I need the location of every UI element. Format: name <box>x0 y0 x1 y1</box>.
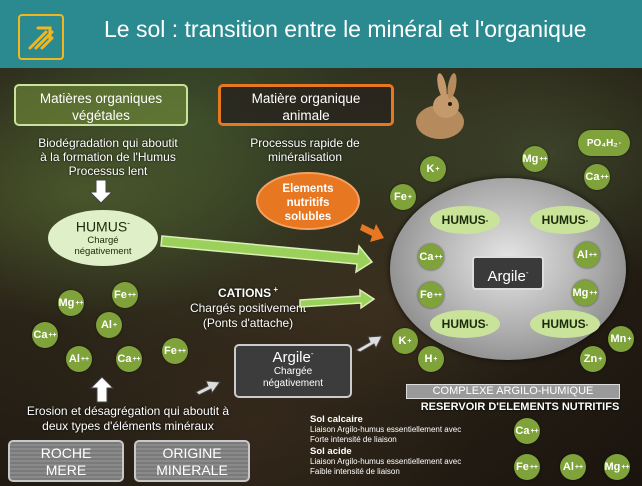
cations-title: CATIONS <box>217 286 272 300</box>
complexe-argilo-humique-bar: COMPLEXE ARGILO-HUMIQUE <box>406 384 620 399</box>
ion-bottom-al: Al++ <box>560 454 586 480</box>
ion-outer-mn: Mn+ <box>608 326 634 352</box>
soluble-nutrients-ellipse: Elements nutritifs solubles <box>256 172 360 230</box>
sol-acide-title: Sol acide <box>310 446 352 457</box>
ion-ellipse-mg: Mg++ <box>572 280 598 306</box>
ion-left-al-mid: Al+ <box>96 312 122 338</box>
ion-ellipse-ca: Ca++ <box>418 244 444 270</box>
logo <box>18 14 64 60</box>
logo-icon <box>28 26 54 50</box>
reservoir-text: RESERVOIR D'ELEMENTS NUTRITIFS <box>420 401 620 413</box>
ion-ellipse-al: Al++ <box>574 242 600 268</box>
ion-outer-po4h2: PO₄H₂- <box>578 130 630 156</box>
ion-outer-k-bottom: K+ <box>392 328 418 354</box>
argile-center-label: Argile <box>487 268 526 285</box>
ion-bottom-mg: Mg++ <box>604 454 630 480</box>
argile-small-label: Argile <box>272 349 311 366</box>
ion-left-fe-right: Fe++ <box>162 338 188 364</box>
roche-mere-box: ROCHE MERE <box>8 440 124 482</box>
arrow-to-argile <box>195 380 221 396</box>
humus-blob: HUMUS- Chargé négativement <box>48 210 158 266</box>
ion-left-al-bottom: Al++ <box>66 346 92 372</box>
humus-label: HUMUS <box>75 218 128 235</box>
ion-outer-mg: Mg++ <box>522 146 548 172</box>
argile-small-box: Argile- Chargée négativement <box>234 344 352 398</box>
ion-bottom-fe: Fe++ <box>514 454 540 480</box>
ion-bottom-ca: Ca++ <box>514 418 540 444</box>
mineralisation-text: Processus rapide de minéralisation <box>250 136 360 164</box>
humus-pill-top-right: HUMUS- <box>530 206 600 234</box>
ion-outer-h: H+ <box>418 346 444 372</box>
ion-outer-k-top: K+ <box>420 156 446 182</box>
erosion-text: Erosion et désagrégation qui aboutit à d… <box>26 404 230 433</box>
arrow-argile-to-complex <box>354 335 383 353</box>
sol-calcaire-title: Sol calcaire <box>310 414 363 425</box>
arrow-to-humus <box>88 179 114 204</box>
ion-outer-zn: Zn+ <box>580 346 606 372</box>
ion-left-fe-top: Fe++ <box>112 282 138 308</box>
humus-pill-bottom-left: HUMUS- <box>430 310 500 338</box>
arrow-up-erosion <box>89 376 115 403</box>
ion-outer-ca: Ca++ <box>584 164 610 190</box>
cations-sub: Chargés positivement (Ponts d'attache) <box>189 301 307 330</box>
biodegradation-text: Biodégradation qui aboutit à la formatio… <box>38 136 178 178</box>
humus-pill-top-left: HUMUS- <box>430 206 500 234</box>
sol-calcaire-body: Liaison Argilo-humus essentiellement ave… <box>310 425 462 444</box>
arrow-elements-to-complex <box>360 224 384 242</box>
ion-left-mg: Mg++ <box>58 290 84 316</box>
argile-center-box: Argile- <box>472 256 544 290</box>
ion-left-ca-left: Ca++ <box>32 322 58 348</box>
ion-left-ca-bottom: Ca++ <box>116 346 142 372</box>
argile-small-charge: Chargée négativement <box>262 366 324 389</box>
humus-charge-text: Chargé négativement <box>74 234 132 257</box>
rabbit-image <box>410 72 470 142</box>
origine-minerale-box: ORIGINE MINERALE <box>134 440 250 482</box>
arrow-cations-to-complex <box>299 288 376 310</box>
arrow-humus-to-complex <box>160 235 374 274</box>
sol-acide-body: Liaison Argilo-humus essentiellement ave… <box>310 457 462 476</box>
vegetal-matter-box: Matières organiques végétales <box>14 84 188 126</box>
humus-pill-bottom-right: HUMUS- <box>530 310 600 338</box>
soil-types-text: Sol calcaire Liaison Argilo-humus essent… <box>310 414 500 477</box>
header-bar: Le sol : transition entre le minéral et … <box>0 0 642 68</box>
cations-text: CATIONS + Chargés positivement (Ponts d'… <box>158 282 338 331</box>
ion-outer-fe: Fe+ <box>390 184 416 210</box>
page-title: Le sol : transition entre le minéral et … <box>104 16 587 42</box>
animal-matter-box: Matière organique animale <box>218 84 394 126</box>
ion-ellipse-fe: Fe++ <box>418 282 444 308</box>
